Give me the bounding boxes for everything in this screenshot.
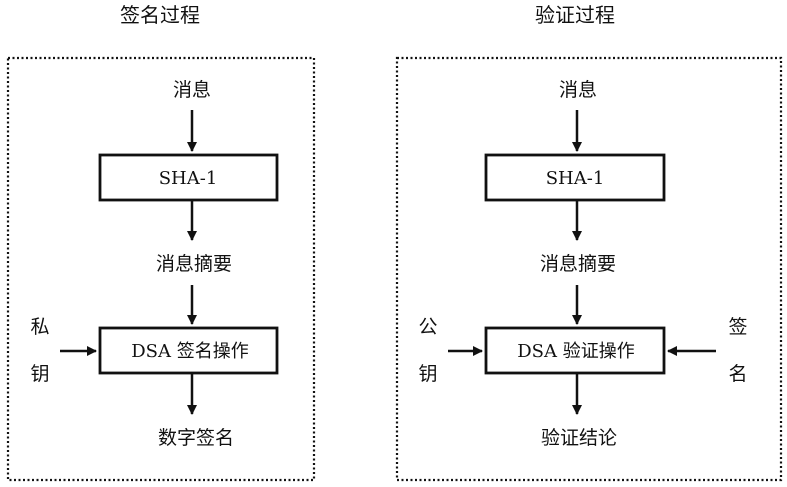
verification-dsa-box bbox=[484, 326, 666, 375]
private-key-char-2: 钥 bbox=[30, 363, 49, 385]
signing-message-label: 消息 bbox=[173, 79, 211, 101]
verification-digest-label: 消息摘要 bbox=[540, 253, 616, 275]
verification-sha1-box bbox=[484, 153, 666, 202]
signing-dsa-label: DSA 签名操作 bbox=[131, 341, 248, 362]
public-key-char-1: 公 bbox=[418, 316, 437, 338]
signing-title: 签名过程 bbox=[120, 3, 200, 27]
signing-panel: 签名过程 消息 SHA-1 消息摘要 DSA 签名操作 私 钥 数字签名 bbox=[6, 3, 316, 482]
verification-result-label: 验证结论 bbox=[541, 427, 617, 449]
signing-result-label: 数字签名 bbox=[158, 427, 234, 449]
signing-frame bbox=[6, 56, 316, 482]
signing-sha1-label: SHA-1 bbox=[159, 168, 218, 189]
signing-digest-label: 消息摘要 bbox=[156, 253, 232, 275]
signature-char-1: 签 bbox=[728, 316, 747, 338]
verification-message-label: 消息 bbox=[559, 79, 597, 101]
verification-title: 验证过程 bbox=[535, 3, 615, 27]
verification-frame bbox=[395, 56, 783, 482]
public-key-char-2: 钥 bbox=[418, 363, 437, 385]
signature-char-2: 名 bbox=[728, 363, 747, 385]
verification-dsa-label: DSA 验证操作 bbox=[517, 341, 634, 362]
signing-dsa-box bbox=[98, 326, 279, 375]
signing-sha1-box bbox=[98, 153, 279, 202]
verification-panel: 验证过程 消息 SHA-1 消息摘要 DSA 验证操作 公 钥 签 名 验证结论 bbox=[395, 3, 783, 482]
verification-sha1-label: SHA-1 bbox=[546, 168, 605, 189]
private-key-char-1: 私 bbox=[30, 316, 49, 338]
